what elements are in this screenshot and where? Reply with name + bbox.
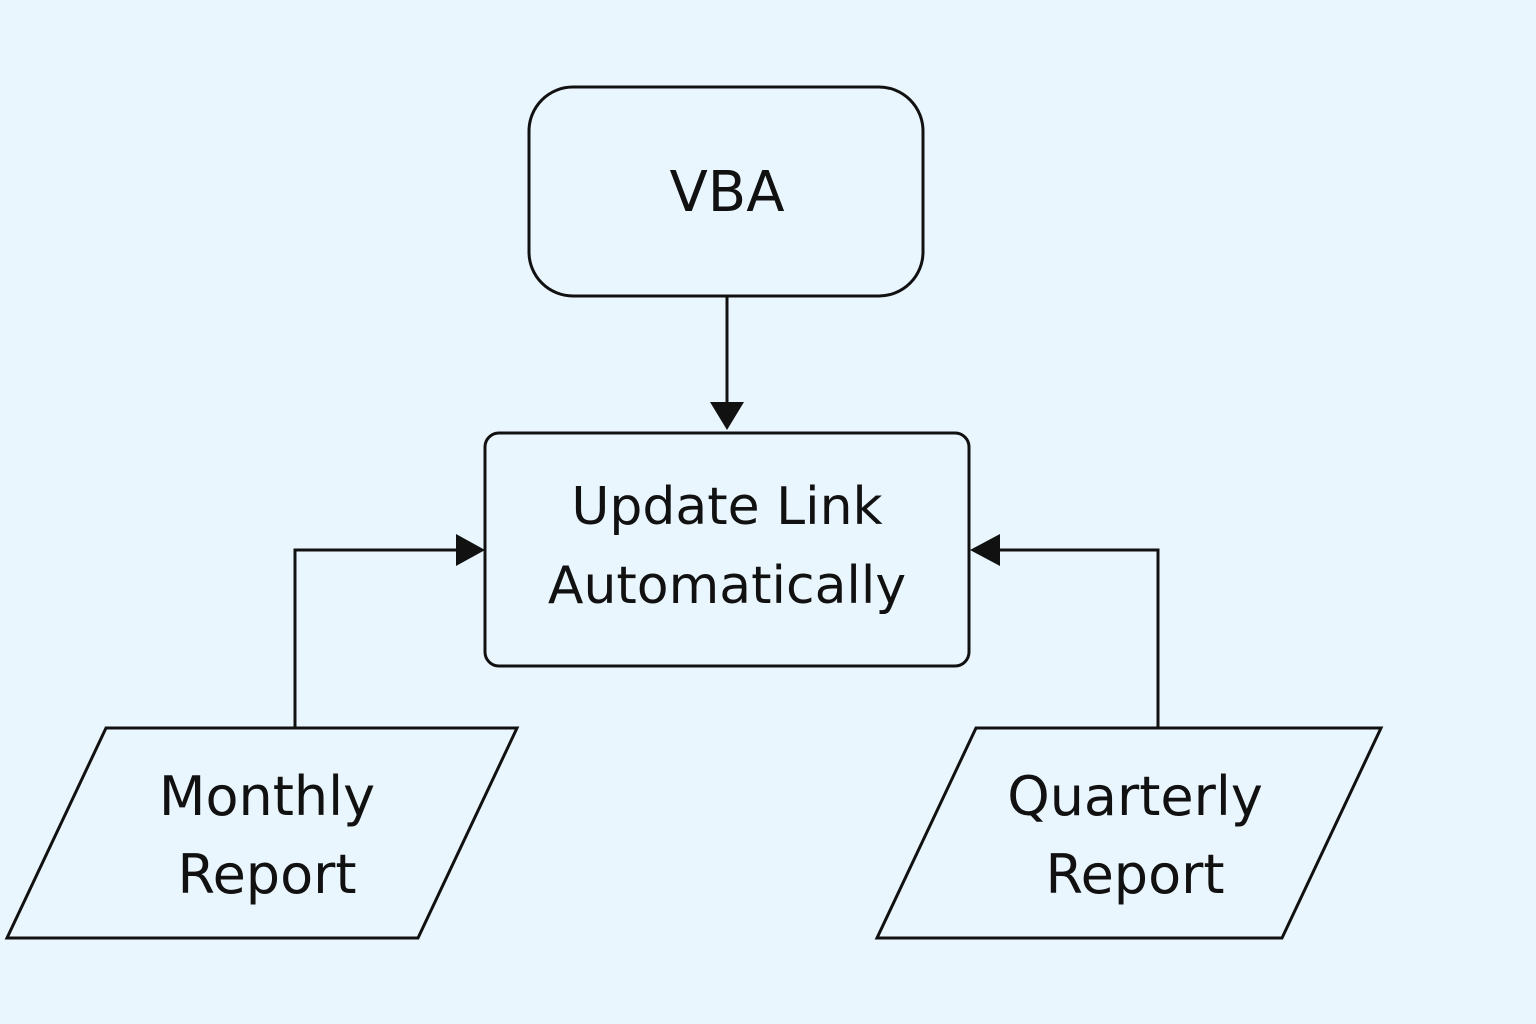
node-monthly-report-line2: Report [177, 843, 356, 906]
node-quarterly-report: Quarterly Report [874, 726, 1384, 940]
edge-monthly-to-update [293, 534, 485, 727]
edge-quarterly-to-update [970, 534, 1160, 727]
node-monthly-report-line1: Monthly [159, 765, 375, 828]
arrowhead-down [710, 402, 744, 430]
node-vba-label: VBA [669, 160, 784, 225]
node-quarterly-report-line2: Report [1045, 843, 1224, 906]
edge-line [996, 548, 1160, 727]
node-quarterly-report-line1: Quarterly [1007, 765, 1263, 828]
node-quarterly-report-shape [874, 726, 1384, 940]
node-vba-shape [527, 85, 925, 298]
arrowhead-right [456, 534, 485, 566]
node-vba: VBA [527, 85, 925, 298]
node-update-link-line1: Update Link [571, 477, 882, 537]
edge-vba-to-update [710, 296, 744, 430]
node-monthly-report: Monthly Report [4, 726, 520, 940]
node-monthly-report-shape [4, 726, 520, 940]
node-update-link-line2: Automatically [548, 556, 906, 616]
node-update-link: Update Link Automatically [483, 431, 971, 668]
edge-line [293, 548, 460, 727]
node-update-link-shape [483, 431, 971, 668]
arrowhead-left [970, 534, 1000, 566]
